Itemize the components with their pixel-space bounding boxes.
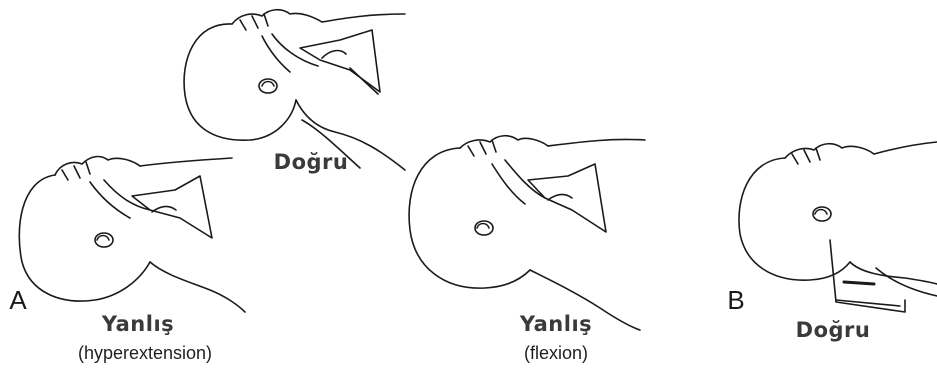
panel-a-hyperextension-note: (hyperextension) (60, 343, 230, 364)
top-correct-label: Doğru (266, 150, 356, 174)
infant-head-with-shoulder-roll-icon (739, 142, 937, 312)
panel-b-letter: B (724, 285, 748, 316)
panel-a-letter: A (6, 285, 30, 316)
middle-flexion-note: (flexion) (506, 343, 606, 364)
infant-head-flexion-icon (409, 136, 645, 330)
infant-head-hyperextension-icon (19, 157, 245, 312)
middle-wrong-label: Yanlış (506, 312, 606, 336)
panel-b-correct-label: Doğru (788, 318, 878, 342)
infant-head-neutral-icon (184, 10, 405, 170)
panel-a-wrong-label: Yanlış (88, 312, 188, 336)
